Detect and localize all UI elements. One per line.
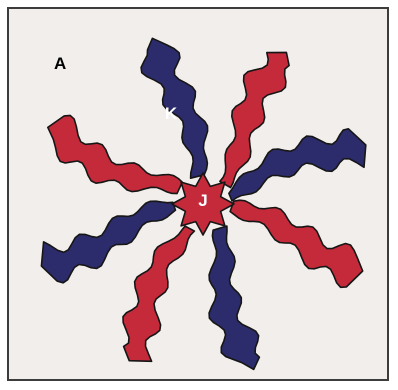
figure-canvas: A K J [9,9,387,379]
petal-label: K [165,104,178,123]
panel-label: A [54,54,66,73]
center-label: J [198,191,207,210]
figure-frame: A K J [7,7,389,381]
